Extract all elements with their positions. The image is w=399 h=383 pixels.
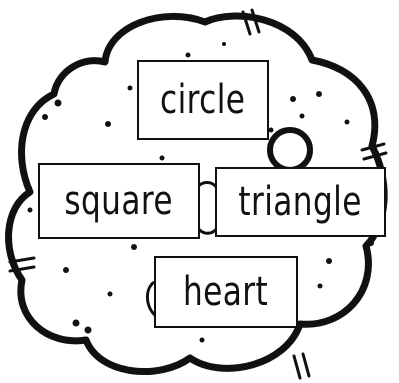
word-triangle: triangle — [239, 182, 362, 222]
small-circle-decoration — [270, 130, 310, 170]
word-card-heart[interactable]: heart — [154, 256, 298, 328]
word-card-square[interactable]: square — [38, 163, 200, 239]
word-circle: circle — [160, 80, 245, 120]
word-square: square — [65, 181, 174, 221]
word-card-circle[interactable]: circle — [137, 60, 269, 140]
word-heart: heart — [183, 272, 268, 312]
word-card-triangle[interactable]: triangle — [215, 167, 386, 237]
